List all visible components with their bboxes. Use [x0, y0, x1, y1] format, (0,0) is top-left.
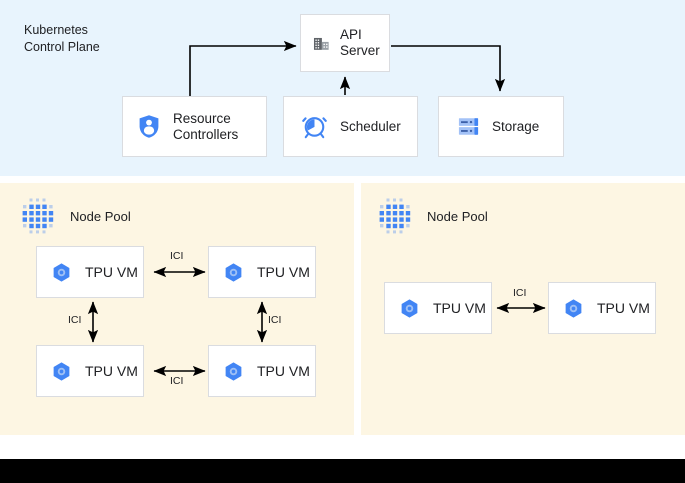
tpu-vm-card[interactable]: TPU VM — [548, 282, 656, 334]
tpu-vm-label: TPU VM — [257, 264, 310, 280]
tpu-vm-label: TPU VM — [85, 264, 138, 280]
tpu-chip-icon — [53, 262, 70, 282]
tpu-chip-icon — [565, 298, 582, 318]
node-pool-left-title: Node Pool — [70, 208, 131, 224]
building-icon — [313, 37, 329, 50]
tpu-chip-icon — [401, 298, 418, 318]
node-pool-left-panel: Node Pool — [0, 183, 354, 435]
node-pool-dots-icon — [379, 198, 411, 234]
bottom-bar — [0, 459, 685, 483]
tpu-vm-card[interactable]: TPU VM — [208, 246, 316, 298]
ici-label: ICI — [68, 314, 82, 326]
tpu-chip-icon — [225, 361, 242, 381]
node-pool-left-header: Node Pool — [18, 197, 131, 235]
tpu-vm-label: TPU VM — [85, 363, 138, 379]
node-pool-right-title: Node Pool — [427, 208, 488, 224]
shield-person-icon — [139, 115, 159, 138]
resource-controllers-node[interactable]: Resource Controllers — [122, 96, 267, 157]
api-server-node[interactable]: API Server — [300, 14, 390, 72]
node-pool-right-header: Node Pool — [375, 197, 488, 235]
tpu-chip-icon — [53, 361, 70, 381]
ici-label: ICI — [268, 314, 282, 326]
control-plane-panel: Kubernetes Control Plane API Server — [0, 0, 685, 176]
tpu-vm-label: TPU VM — [433, 300, 486, 316]
resource-controllers-label: Resource Controllers — [173, 110, 239, 142]
scheduler-node[interactable]: Scheduler — [283, 96, 418, 157]
tpu-vm-card[interactable]: TPU VM — [36, 246, 144, 298]
control-plane-title: Kubernetes Control Plane — [24, 23, 100, 54]
ici-label: ICI — [170, 375, 184, 387]
api-server-label: API Server — [340, 27, 380, 58]
node-pool-dots-icon — [22, 198, 54, 234]
tpu-vm-label: TPU VM — [257, 363, 310, 379]
tpu-vm-label: TPU VM — [597, 300, 650, 316]
scheduler-label: Scheduler — [340, 118, 401, 134]
server-rack-icon — [458, 118, 479, 135]
storage-label: Storage — [492, 118, 540, 134]
tpu-chip-icon — [225, 262, 242, 282]
storage-node[interactable]: Storage — [438, 96, 564, 157]
tpu-vm-card[interactable]: TPU VM — [36, 345, 144, 397]
ici-label: ICI — [513, 287, 527, 299]
tpu-vm-card[interactable]: TPU VM — [384, 282, 492, 334]
tpu-vm-card[interactable]: TPU VM — [208, 345, 316, 397]
alarm-clock-icon — [302, 117, 327, 139]
ici-label: ICI — [170, 250, 184, 262]
